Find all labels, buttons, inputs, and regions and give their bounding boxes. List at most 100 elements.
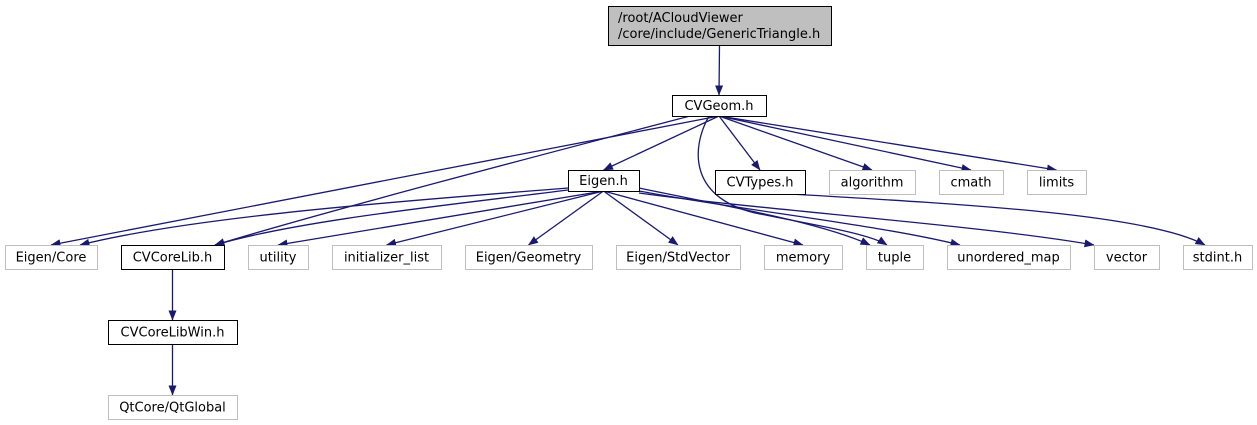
node-box	[947, 245, 1071, 270]
node-vector: vector	[1094, 245, 1160, 270]
edge-cvgeom-to-limits	[718, 115, 1057, 173]
node-box	[1027, 170, 1087, 195]
edge-eigen-to-cvcorelib	[214, 189, 569, 247]
node-eigen[interactable]: Eigen.h	[568, 170, 640, 192]
node-box	[939, 170, 1004, 195]
edge-arrow-line	[718, 115, 972, 172]
node-box	[608, 6, 832, 46]
nodes-layer: /root/ACloudViewer/core/include/GenericT…	[5, 6, 1253, 420]
edge-arrow-line	[718, 115, 1057, 173]
node-box	[332, 245, 442, 270]
node-box	[568, 170, 640, 192]
node-label: utility	[260, 251, 297, 266]
edge-arrow-line	[528, 190, 604, 246]
edge-arrow-line	[79, 187, 569, 247]
node-label: CVTypes.h	[727, 176, 794, 191]
node-eigenstdvec: Eigen/StdVector	[616, 245, 741, 270]
node-label: vector	[1106, 251, 1148, 266]
node-label: Eigen/Geometry	[476, 251, 582, 266]
edge-eigen-to-initlist	[386, 190, 604, 247]
node-label: memory	[776, 251, 831, 266]
node-box	[121, 245, 225, 270]
edge-arrow-line	[603, 190, 804, 247]
edge-arrow-line	[638, 187, 871, 246]
edge-cvgeom-to-eigen	[603, 115, 720, 171]
edge-arrow-line	[718, 115, 873, 171]
node-cmath: cmath	[939, 170, 1004, 195]
node-label: /root/ACloudViewer	[618, 11, 743, 26]
edge-arrow-line	[638, 192, 1095, 248]
edge-arrow-line	[277, 190, 604, 248]
edge-cvgeom-to-algorithm	[718, 115, 873, 171]
node-label: CVGeom.h	[684, 99, 753, 114]
node-tuple: tuple	[866, 245, 924, 270]
node-initlist: initializer_list	[332, 245, 442, 270]
node-algorithm: algorithm	[829, 170, 916, 195]
node-box	[5, 245, 98, 270]
node-root[interactable]: /root/ACloudViewer/core/include/GenericT…	[608, 6, 832, 46]
node-box	[764, 245, 843, 270]
node-box	[715, 170, 806, 195]
edge-eigen-to-tuple	[638, 187, 871, 246]
node-cvcorelibwin[interactable]: CVCoreLibWin.h	[108, 320, 238, 345]
node-eigengeom: Eigen/Geometry	[465, 245, 593, 270]
node-cvtypes[interactable]: CVTypes.h	[715, 170, 806, 195]
node-label: CVCoreLibWin.h	[121, 326, 225, 341]
node-label: stdint.h	[1193, 251, 1242, 266]
edge-eigen-to-vector	[638, 192, 1095, 248]
edge-cvgeom-to-tuple	[697, 115, 888, 246]
edge-cvgeom-to-cmath	[718, 115, 972, 172]
edge-root-to-cvgeom	[715, 44, 724, 96]
edge-arrow-line	[386, 190, 604, 247]
node-label: QtCore/QtGlobal	[119, 401, 226, 416]
node-box	[1183, 245, 1253, 270]
edge-cvgeom-to-cvtypes	[718, 115, 761, 171]
node-umap: unordered_map	[947, 245, 1071, 270]
node-box	[616, 245, 741, 270]
edge-eigen-to-eigenstdvec	[603, 190, 679, 246]
edge-arrow-line	[718, 115, 761, 171]
node-cvgeom[interactable]: CVGeom.h	[672, 95, 767, 117]
edge-arrow-line	[603, 115, 720, 171]
node-cvcorelib[interactable]: CVCoreLib.h	[121, 245, 225, 270]
node-box	[108, 320, 238, 345]
node-label: Eigen.h	[579, 174, 628, 189]
node-label: Eigen/Core	[16, 251, 87, 266]
edge-eigen-to-utility	[277, 190, 604, 248]
node-box	[108, 395, 238, 420]
node-label: algorithm	[841, 176, 904, 191]
node-label: tuple	[878, 251, 911, 266]
edge-arrow-line	[214, 115, 691, 247]
edge-arrow-line	[715, 44, 724, 96]
node-box	[248, 245, 309, 270]
node-stdint: stdint.h	[1183, 245, 1253, 270]
node-memory: memory	[764, 245, 843, 270]
node-box	[465, 245, 593, 270]
edges-layer	[50, 44, 1206, 396]
node-label: limits	[1039, 176, 1075, 191]
node-box	[866, 245, 924, 270]
node-label: initializer_list	[344, 251, 429, 266]
node-box	[1094, 245, 1160, 270]
edge-arrow-line	[214, 189, 569, 247]
node-eigencore: Eigen/Core	[5, 245, 98, 270]
node-box	[672, 95, 767, 117]
node-limits: limits	[1027, 170, 1087, 195]
node-label: Eigen/StdVector	[626, 251, 730, 266]
edge-eigen-to-eigengeom	[528, 190, 604, 246]
node-box	[829, 170, 916, 195]
node-utility: utility	[248, 245, 309, 270]
node-label: /core/include/GenericTriangle.h	[618, 27, 820, 42]
node-label: cmath	[950, 176, 991, 191]
edge-cvgeom-to-cvcorelib	[214, 115, 691, 247]
node-qtglobal: QtCore/QtGlobal	[108, 395, 238, 420]
edge-arrow-line	[789, 193, 1206, 246]
node-label: unordered_map	[957, 251, 1060, 266]
edge-eigen-to-eigencore	[79, 187, 569, 247]
edge-arrow-line	[697, 115, 888, 246]
node-label: CVCoreLib.h	[133, 251, 213, 266]
edge-arrow-line	[603, 190, 679, 246]
edge-cvtypes-to-stdint	[789, 193, 1206, 246]
edge-eigen-to-memory	[603, 190, 804, 247]
